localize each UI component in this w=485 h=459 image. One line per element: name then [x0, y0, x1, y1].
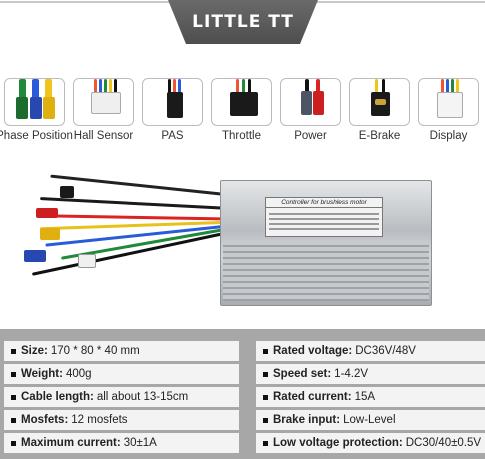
controller-label-title: Controller for brushless motor [266, 198, 382, 208]
bullet-icon [11, 394, 16, 400]
connector-label: Phase Position [0, 130, 73, 142]
phase-connector-icon [4, 78, 65, 126]
display-connector-icon [418, 78, 479, 126]
spec-key: Brake input: [273, 414, 341, 426]
connector-display: Display [418, 78, 479, 142]
spec-key: Mosfets: [21, 414, 69, 426]
spec-value: 1-4.2V [334, 368, 369, 380]
bullet-icon [11, 371, 16, 377]
connector-label: E-Brake [358, 130, 401, 142]
connector-label: Hall Sensor [73, 130, 134, 142]
spec-key: Speed set: [273, 368, 332, 380]
controller-label-plate: Controller for brushless motor [265, 197, 383, 237]
display-plug-icon [78, 254, 96, 268]
spec-value: DC30/40±0.5V [405, 437, 482, 449]
connector-throttle: Throttle [211, 78, 272, 142]
power-connector-icon [280, 78, 341, 126]
brand-title: LITTLE TT [192, 12, 294, 32]
connector-ebrake: E-Brake [349, 78, 410, 142]
bullet-icon [263, 348, 268, 354]
spec-item: Rated current:15A [256, 387, 485, 407]
connector-row: Phase Position Hall Sensor PAS Th [0, 78, 482, 148]
spec-item: Maximum current:30±1A [4, 433, 239, 453]
connector-power: Power [280, 78, 341, 142]
spec-grid: Size:170 * 80 * 40 mm Rated voltage:DC36V… [4, 341, 485, 453]
bullet-icon [263, 417, 268, 423]
bullet-icon [11, 348, 16, 354]
spec-value: 170 * 80 * 40 mm [50, 345, 140, 357]
spec-item: Brake input:Low-Level [256, 410, 485, 430]
connector-label: PAS [161, 130, 184, 142]
bullet-icon [263, 440, 268, 446]
throttle-plug-icon [60, 186, 74, 198]
spec-item: Speed set:1-4.2V [256, 364, 485, 384]
spec-value: 30±1A [123, 437, 157, 449]
spec-value: 15A [354, 391, 376, 403]
throttle-connector-icon [211, 78, 272, 126]
spec-key: Size: [21, 345, 48, 357]
heatsink-fins [223, 241, 429, 301]
spec-item: Low voltage protection:DC30/40±0.5V [256, 433, 485, 453]
spec-key: Rated current: [273, 391, 352, 403]
connector-label: Throttle [222, 130, 261, 142]
spec-item: Rated voltage:DC36V/48V [256, 341, 485, 361]
pas-connector-icon [142, 78, 203, 126]
ebrake-connector-icon [349, 78, 410, 126]
spec-key: Rated voltage: [273, 345, 353, 357]
spec-value: 400g [65, 368, 92, 380]
connector-label: Power [294, 130, 327, 142]
spec-item: Mosfets:12 mosfets [4, 410, 239, 430]
spec-value: Low-Level [343, 414, 396, 426]
phase-plug-icon [24, 250, 46, 262]
spec-key: Maximum current: [21, 437, 121, 449]
spec-item: Size:170 * 80 * 40 mm [4, 341, 239, 361]
spec-key: Cable length: [21, 391, 94, 403]
spec-key: Low voltage protection: [273, 437, 403, 449]
connector-phase: Phase Position [0, 78, 73, 142]
spec-item: Weight:400g [4, 364, 239, 384]
controller-housing: Controller for brushless motor [220, 180, 432, 306]
hall-sensor-connector-icon [73, 78, 134, 126]
power-plug-icon [36, 208, 58, 218]
connector-hall: Hall Sensor [73, 78, 134, 142]
bullet-icon [263, 371, 268, 377]
connector-pas: PAS [142, 78, 203, 142]
spec-key: Weight: [21, 368, 63, 380]
spec-value: all about 13-15cm [96, 391, 189, 403]
phase-plug-icon [40, 228, 60, 240]
bullet-icon [11, 417, 16, 423]
brand-banner: LITTLE TT [168, 0, 318, 44]
connector-label: Display [429, 130, 468, 142]
bullet-icon [263, 394, 268, 400]
spec-value: 12 mosfets [71, 414, 128, 426]
bullet-icon [11, 440, 16, 446]
spec-value: DC36V/48V [355, 345, 416, 357]
controller-image: Controller for brushless motor [0, 172, 485, 322]
spec-item: Cable length:all about 13-15cm [4, 387, 239, 407]
spec-panel: Size:170 * 80 * 40 mm Rated voltage:DC36V… [0, 329, 485, 459]
